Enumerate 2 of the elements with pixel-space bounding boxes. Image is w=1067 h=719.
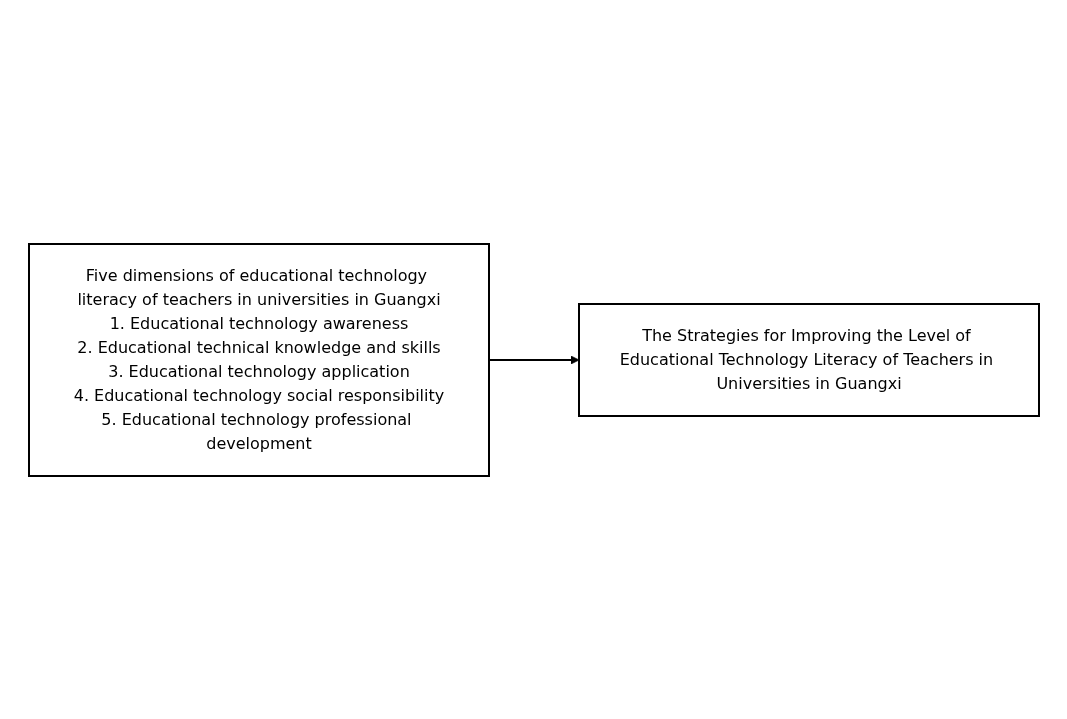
node-box: The Strategies for Improving the Level of Educational Technology Literacy of Teachers in Universities in Guangxi bbox=[577, 302, 1040, 417]
node-box: Five dimensions of educational technology literacy of teachers in universities in Guangxi 1. Educational technology awareness 2. Educational technical knowledge and skills 3. Educational technology application 4. Educational technology social responsibility 5. Educational technology professional development bbox=[27, 242, 490, 477]
